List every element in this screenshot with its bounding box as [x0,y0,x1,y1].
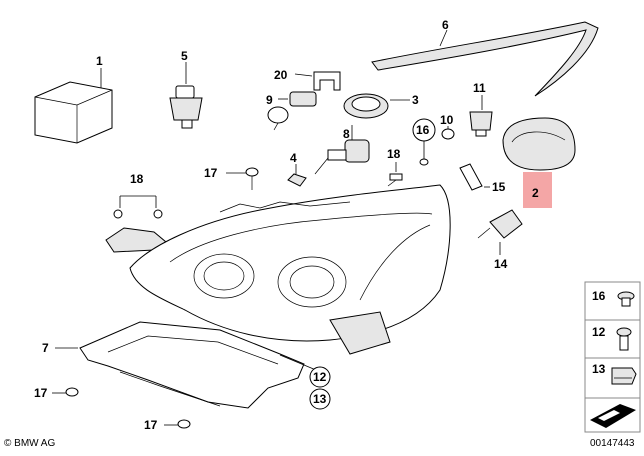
callout-9: 9 [266,93,273,107]
legend-12: 12 [592,325,606,339]
callout-3: 3 [412,93,419,107]
legend-12-icon [616,327,632,351]
brand-footer: © BMW AG [4,438,55,449]
part-10-bulb[interactable] [441,126,455,140]
legend-13: 13 [592,362,606,376]
part-16-grommet[interactable] [412,118,436,166]
callout-12-13-group[interactable] [279,354,331,410]
callout-16: 16 [416,123,430,137]
part-17-screw-bottom[interactable] [164,419,191,429]
part-11-bulb[interactable] [469,95,493,137]
callout-18-bracket: 18 [130,172,144,186]
callout-13: 13 [313,392,327,406]
legend-13-icon [611,367,637,385]
diagram-code: 00147443 [590,438,635,449]
callout-2: 2 [532,186,539,200]
callout-8: 8 [343,127,350,141]
part-17-screw-left[interactable] [52,387,79,397]
headlight-housing[interactable] [129,184,451,355]
part-18-bracket[interactable] [105,195,167,253]
part-1-box[interactable] [34,68,113,144]
part-18-screw[interactable] [387,162,403,187]
part-5-socket[interactable] [169,62,203,129]
legend-arrow-icon [590,404,636,428]
callout-7: 7 [42,341,49,355]
part-6-seal[interactable] [371,21,599,97]
part-8-bulb[interactable] [314,125,370,175]
callout-6: 6 [442,18,449,32]
part-3-cover[interactable] [343,93,410,119]
part-14-bulb[interactable] [477,209,523,255]
callout-15: 15 [492,180,506,194]
legend-16: 16 [592,289,606,303]
callout-1: 1 [96,54,103,68]
callout-17-bottom: 17 [144,418,158,432]
part-15-bracket[interactable] [459,163,490,191]
part-2-cover[interactable] [502,117,576,208]
callout-4: 4 [290,151,297,165]
part-20-clip[interactable] [294,71,341,91]
callout-17-left: 17 [34,386,48,400]
part-4-clip[interactable] [287,164,307,187]
callout-12: 12 [313,370,327,384]
callout-5: 5 [181,49,188,63]
callout-20: 20 [274,68,288,82]
callout-11: 11 [473,81,486,95]
part-7-frame[interactable] [55,321,305,409]
legend-16-icon [617,291,635,307]
part-17-screw[interactable] [226,167,259,190]
callout-17-mid: 17 [204,166,218,180]
part-9-bulb[interactable] [267,91,317,131]
callout-10: 10 [440,113,454,127]
fastener-legend [584,281,641,433]
callout-18-top: 18 [387,147,401,161]
callout-14: 14 [494,257,508,271]
highlight-box [523,172,552,208]
